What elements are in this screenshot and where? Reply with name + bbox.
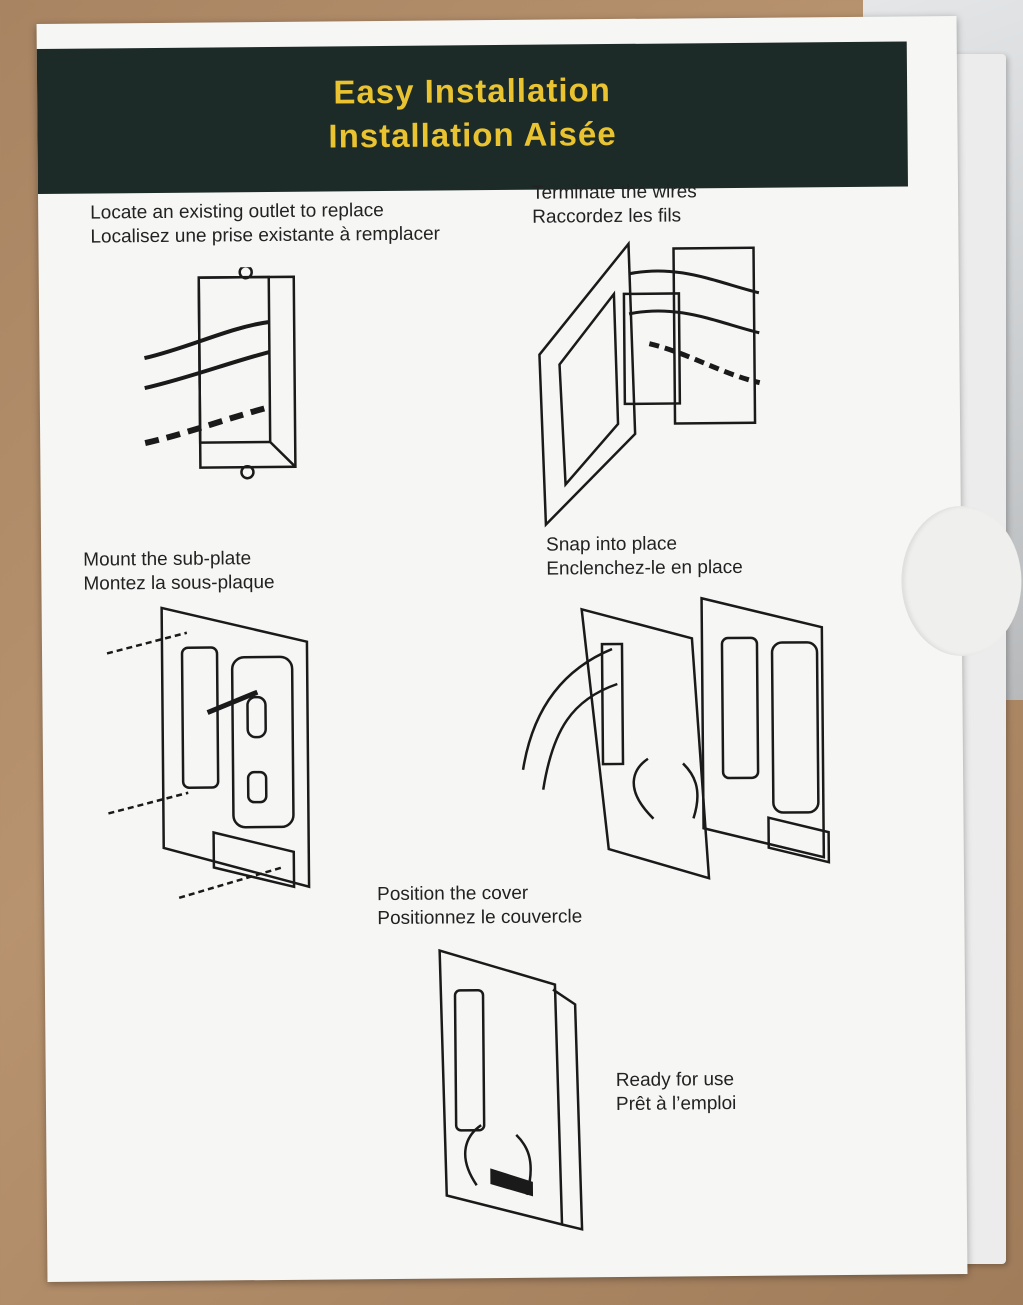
step-label-fr: Localisez une prise existante à remplace… xyxy=(90,223,441,248)
step-terminate-wires: Terminate the wires Raccordez les fils xyxy=(532,180,697,229)
wire-termination-illustration xyxy=(538,240,761,528)
instruction-card: Easy Installation Installation Aisée Loc… xyxy=(36,16,1023,1282)
step-label-en: Ready for use xyxy=(615,1068,735,1092)
thumb-notch xyxy=(900,505,1023,657)
step-label-en: Terminate the wires xyxy=(531,181,697,204)
step-label-en: Locate an existing outlet to replace xyxy=(90,200,384,224)
subplate-mounting-illustration xyxy=(106,606,311,900)
title-english: Easy Installation xyxy=(333,71,612,111)
step-ready-for-use: Ready for use Prêt à l’emploi xyxy=(616,1068,737,1117)
step-position-cover: Position the cover Positionnez le couver… xyxy=(377,881,582,931)
step-locate-outlet: Locate an existing outlet to replace Loc… xyxy=(90,199,440,250)
step-snap-into-place: Snap into place Enclenchez-le en place xyxy=(546,532,743,582)
cover-position-illustration xyxy=(438,948,584,1231)
snap-in-illustration xyxy=(521,596,831,880)
step-label-fr: Montez la sous-plaque xyxy=(83,571,275,595)
step-label-fr: Enclenchez-le en place xyxy=(546,556,743,580)
step-label-en: Position the cover xyxy=(377,882,529,906)
title-french: Installation Aisée xyxy=(328,114,617,155)
step-label-fr: Prêt à l’emploi xyxy=(615,1092,737,1116)
step-mount-subplate: Mount the sub-plate Montez la sous-plaqu… xyxy=(83,547,275,597)
step-label-fr: Positionnez le couvercle xyxy=(377,906,583,930)
step-label-fr: Raccordez les fils xyxy=(532,205,682,228)
step-label-en: Mount the sub-plate xyxy=(83,548,252,571)
step-label-en: Snap into place xyxy=(546,533,678,556)
outlet-box-illustration xyxy=(143,266,297,480)
